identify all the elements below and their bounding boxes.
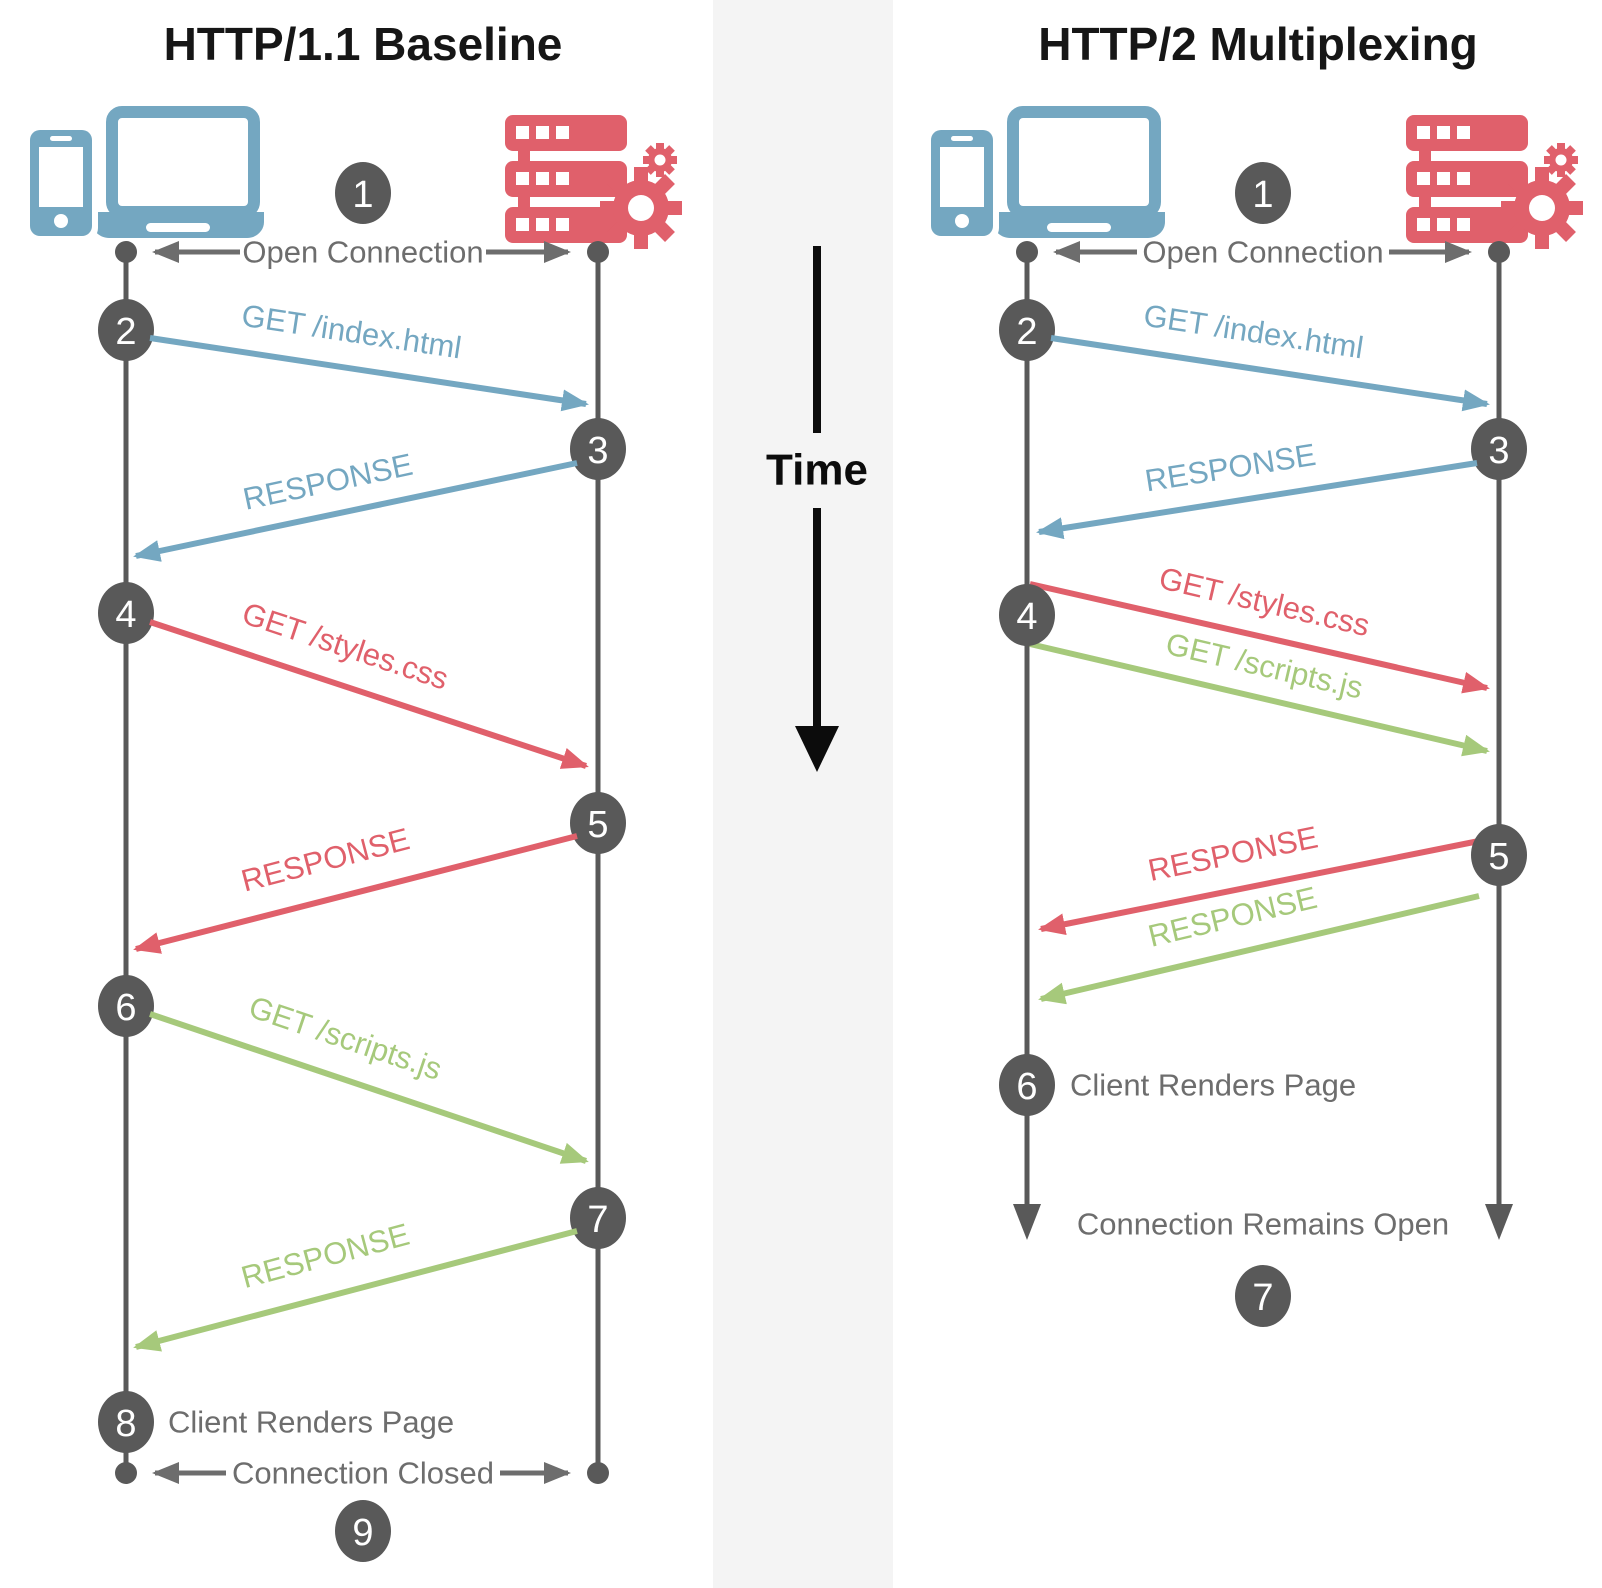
- get-index-arrow: [149, 335, 589, 412]
- client-close-dot: [115, 1462, 137, 1484]
- step-badge: [999, 299, 1055, 361]
- step-badge: [999, 1054, 1055, 1116]
- get-styles-arrow: [149, 619, 589, 769]
- step-number: 3: [1488, 430, 1509, 472]
- server-gears-icon: [505, 115, 682, 249]
- get-styles-arrow: [1029, 581, 1490, 694]
- server-gears-icon: [1406, 115, 1583, 249]
- step-badge: [98, 299, 154, 361]
- step-badge: [1471, 418, 1527, 480]
- time-axis: Time: [766, 246, 868, 772]
- step-number: 6: [115, 987, 136, 1029]
- client-lifeline-arrowhead: [1013, 1204, 1041, 1240]
- step-number: 2: [1016, 311, 1037, 353]
- get-index-arrow: [1050, 335, 1490, 412]
- get-scripts-arrow: [149, 1011, 589, 1164]
- open-connection-label: Open Connection: [242, 235, 483, 270]
- step-number: 5: [1488, 836, 1509, 878]
- response-scripts-arrow: [1038, 893, 1480, 1005]
- response-styles-arrow: [133, 833, 578, 954]
- step-badge: [98, 1391, 154, 1453]
- step-badge: [335, 1500, 391, 1562]
- step-number: 9: [352, 1512, 373, 1554]
- time-arrowhead: [795, 726, 839, 772]
- open-connection-label: Open Connection: [1142, 235, 1383, 270]
- time-strip-background: [713, 0, 893, 1588]
- server-open-dot: [1488, 241, 1510, 263]
- response-index-arrow: [1036, 460, 1478, 540]
- step-number: 7: [587, 1199, 608, 1241]
- get-scripts-label: GET /scripts.js: [245, 989, 447, 1087]
- server-lifeline-arrowhead: [1485, 1204, 1513, 1240]
- step-number: 8: [115, 1403, 136, 1445]
- response-index-arrow: [133, 460, 578, 562]
- http2-title: HTTP/2 Multiplexing: [1038, 18, 1478, 70]
- step-number: 1: [1252, 174, 1273, 216]
- client-devices-icon: [24, 112, 264, 242]
- client-renders-label: Client Renders Page: [1070, 1068, 1356, 1103]
- client-open-dot: [115, 241, 137, 263]
- http11-title: HTTP/1.1 Baseline: [164, 18, 563, 70]
- connection-closed-label: Connection Closed: [232, 1456, 494, 1491]
- step-badge: [999, 584, 1055, 646]
- response-scripts-arrow: [133, 1228, 578, 1352]
- get-styles-label: GET /styles.css: [238, 596, 453, 697]
- client-open-dot: [1016, 241, 1038, 263]
- step-badge: [570, 1187, 626, 1249]
- step-number: 4: [115, 594, 136, 636]
- step-number: 6: [1016, 1066, 1037, 1108]
- step-badge: [1235, 162, 1291, 224]
- response-index-label: RESPONSE: [240, 447, 416, 517]
- http11-diagram: HTTP/1.1 Baseline 1 Open Connection 2 GE…: [24, 18, 682, 1562]
- step-badge: [1471, 824, 1527, 886]
- step-badge: [335, 162, 391, 224]
- server-open-dot: [587, 241, 609, 263]
- step-number: 2: [115, 311, 136, 353]
- step-badge: [98, 975, 154, 1037]
- step-number: 5: [587, 804, 608, 846]
- step-badge: [98, 582, 154, 644]
- connection-remains-open-label: Connection Remains Open: [1077, 1207, 1449, 1242]
- client-devices-icon: [925, 112, 1165, 242]
- client-renders-label: Client Renders Page: [168, 1405, 454, 1440]
- step-badge: [570, 418, 626, 480]
- step-number: 4: [1016, 596, 1037, 638]
- step-number: 1: [352, 174, 373, 216]
- step-number: 7: [1252, 1277, 1273, 1319]
- step-number: 3: [587, 430, 608, 472]
- response-styles-arrow: [1038, 838, 1480, 936]
- step-badge: [570, 792, 626, 854]
- server-close-dot: [587, 1462, 609, 1484]
- step-badge: [1235, 1265, 1291, 1327]
- time-label: Time: [766, 446, 868, 495]
- http2-diagram: HTTP/2 Multiplexing 1 Open Connection 2 …: [925, 18, 1583, 1327]
- get-scripts-arrow: [1029, 641, 1490, 757]
